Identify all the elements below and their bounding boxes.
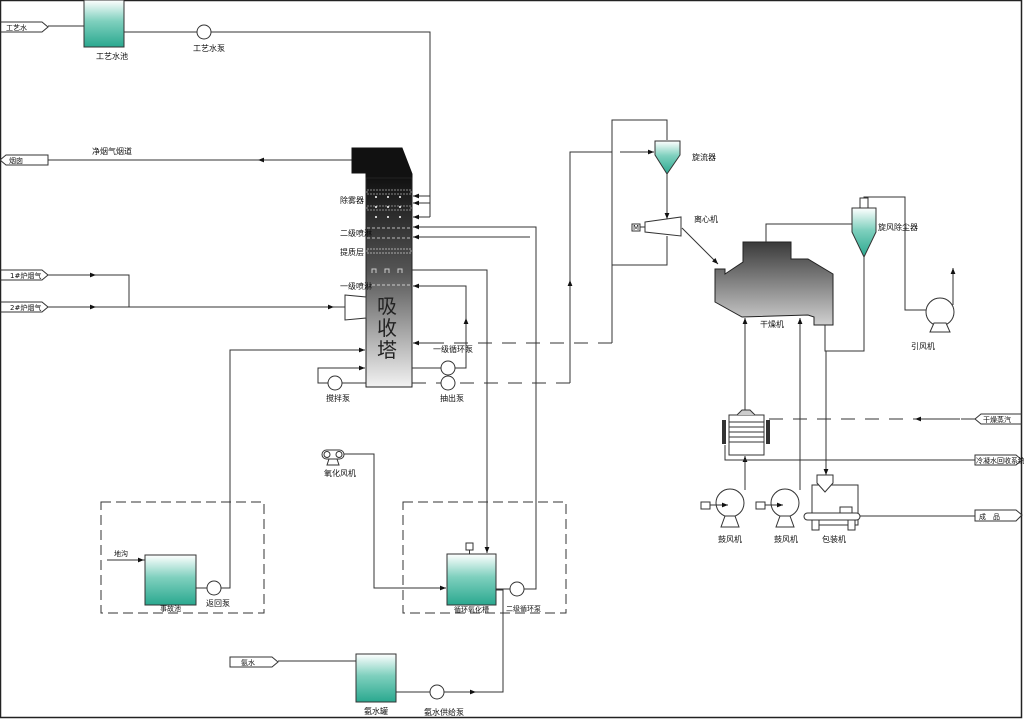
centrifuge-label: 离心机 <box>694 214 718 224</box>
svg-text:冷凝水回收系统: 冷凝水回收系统 <box>976 456 1024 465</box>
hydrocyclone <box>654 140 681 175</box>
svg-text:成 品: 成 品 <box>979 512 1000 521</box>
stream-tag-ammonia-water: 氨水 <box>229 656 279 668</box>
svg-text:2#炉烟气: 2#炉烟气 <box>10 303 41 312</box>
induced-fan-icon <box>925 297 955 327</box>
blower-2 <box>755 488 800 528</box>
return-pump-icon <box>206 580 222 596</box>
accident-tank-area <box>100 501 265 614</box>
ammonia-tank <box>355 653 397 703</box>
svg-text:吸: 吸 <box>377 294 397 318</box>
svg-text:塔: 塔 <box>377 338 397 362</box>
ammonia-feed-pump-icon <box>429 684 445 700</box>
svg-text:烟囱: 烟囱 <box>9 156 23 165</box>
circulation-tank-label: 循环氧化槽 <box>454 605 489 614</box>
accident-tank <box>144 554 197 606</box>
return-pump-label: 返回泵 <box>206 599 230 608</box>
packer-label: 包装机 <box>822 534 846 544</box>
absorber-tower: 吸 收 塔 <box>351 147 413 388</box>
centrifuge <box>644 216 682 237</box>
discharge-pump-icon <box>440 375 456 391</box>
steam-heater <box>722 409 770 456</box>
process-water-pump-icon <box>196 24 212 40</box>
packing-machine <box>803 474 861 531</box>
stir-pump-icon <box>327 375 343 391</box>
stream-tag-condensate-return: 冷凝水回收系统 <box>974 454 1024 466</box>
blower-2-label: 鼓风机 <box>774 534 798 544</box>
circulation-tank-area <box>402 501 567 614</box>
accident-tank-label: 事故池 <box>160 604 181 613</box>
agitator-motor <box>465 542 474 554</box>
svg-text:工艺水: 工艺水 <box>6 23 27 32</box>
quality-layer-label: 提质层 <box>340 247 364 257</box>
dryer-label: 干燥机 <box>760 319 784 329</box>
flue-gas-inlet-duct <box>344 294 367 321</box>
ammonia-tank-label: 氨水罐 <box>364 706 388 716</box>
oxidation-fan-label: 氧化风机 <box>324 468 356 478</box>
svg-text:M: M <box>633 224 639 232</box>
discharge-pump-label: 抽出泵 <box>440 393 464 403</box>
svg-text:收: 收 <box>377 316 397 340</box>
process-water-tank-label: 工艺水池 <box>96 51 128 61</box>
secondary-circ-pump-icon <box>509 581 525 597</box>
oxidation-fan <box>321 449 345 466</box>
clean-flue-duct-label: 净烟气烟道 <box>92 146 132 156</box>
primary-circ-pump-icon <box>440 360 456 376</box>
stream-tag-process-water: 工艺水 <box>0 21 49 33</box>
induced-fan-label: 引风机 <box>911 341 935 351</box>
primary-circ-pump-label: 一级循环泵 <box>433 344 473 354</box>
dryer <box>714 241 834 326</box>
secondary-circ-pump-label: 二级循环泵 <box>506 604 541 613</box>
circulation-oxidation-tank <box>446 553 497 606</box>
stream-tag-flue-gas-2: 2#炉烟气 <box>0 301 49 313</box>
hydrocyclone-label: 旋流器 <box>692 152 716 162</box>
svg-text:氨水: 氨水 <box>241 658 255 667</box>
cyclone-dust-label: 旋风除尘器 <box>878 222 918 232</box>
svg-text:1#炉烟气: 1#炉烟气 <box>10 271 41 280</box>
svg-text:干燥蒸汽: 干燥蒸汽 <box>983 415 1011 424</box>
blower-1 <box>700 488 745 528</box>
cyclone-dust-collector <box>851 207 877 259</box>
ditch-in-label: 地沟 <box>114 549 128 558</box>
blower-1-label: 鼓风机 <box>718 534 742 544</box>
ammonia-feed-pump-label: 氨水供给泵 <box>424 707 464 717</box>
stream-tag-drying-steam: 干燥蒸汽 <box>974 413 1022 425</box>
centrifuge-motor: M <box>631 223 641 232</box>
primary-spray-label: 一级喷淋 <box>340 281 372 291</box>
process-water-tank <box>83 0 125 48</box>
secondary-spray-label: 二级喷淋 <box>340 228 372 238</box>
process-water-pump-label: 工艺水泵 <box>193 43 225 53</box>
demister-label: 除雾器 <box>340 195 364 205</box>
stream-tag-chimney: 烟囱 <box>0 154 49 166</box>
stream-tag-product: 成 品 <box>974 509 1023 522</box>
stream-tag-flue-gas-1: 1#炉烟气 <box>0 269 49 281</box>
stir-pump-label: 搅拌泵 <box>326 393 350 403</box>
